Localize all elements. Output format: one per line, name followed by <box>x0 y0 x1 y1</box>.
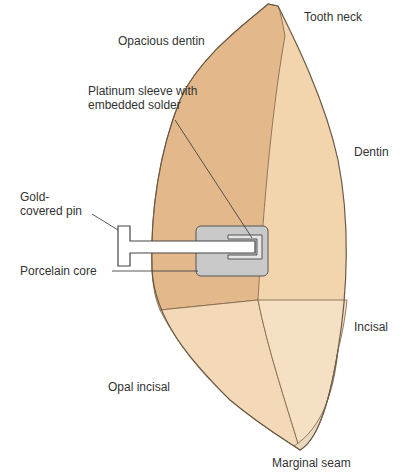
leader-line <box>92 214 118 230</box>
part-label: Tooth neck <box>304 10 362 24</box>
part-label: Gold-covered pin <box>20 190 92 218</box>
part-label: Dentin <box>354 145 389 159</box>
marginal-seam-region <box>294 350 338 450</box>
opacious-dentin-region <box>152 4 285 310</box>
tooth-outline <box>152 4 347 450</box>
part-label: Platinum sleeve with embedded solder <box>88 84 218 112</box>
part-label: Incisal <box>354 320 388 334</box>
part-label: Opal incisal <box>108 380 170 394</box>
gold-covered-pin <box>118 226 255 266</box>
leader-line <box>175 120 252 238</box>
tooth-outline-stroke <box>152 4 347 450</box>
part-label: Marginal seam <box>272 456 351 470</box>
leader-line <box>112 271 198 272</box>
part-label: Porcelain core <box>20 264 97 278</box>
part-label: Opacious dentin <box>118 34 205 48</box>
